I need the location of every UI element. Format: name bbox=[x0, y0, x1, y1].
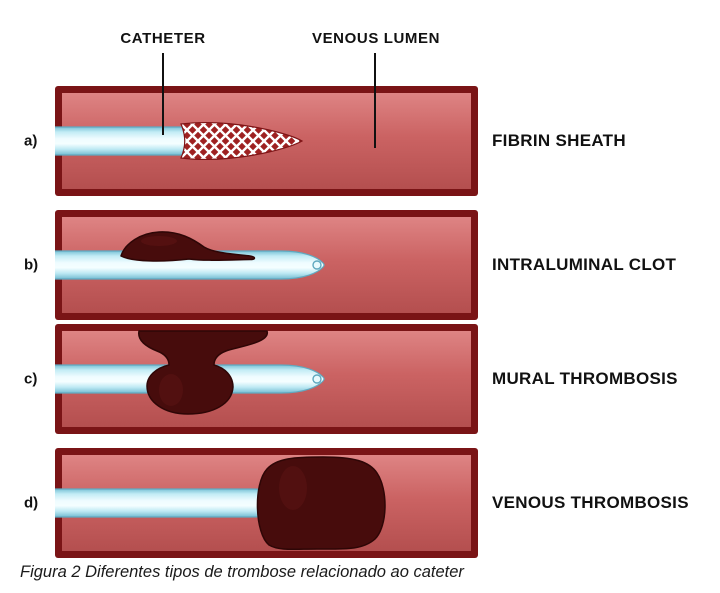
venous-lumen-pointer-line bbox=[374, 53, 376, 148]
catheter-label: CATHETER bbox=[120, 30, 206, 47]
figure-caption: Figura 2 Diferentes tipos de trombose re… bbox=[20, 563, 464, 581]
venous-lumen-label: VENOUS LUMEN bbox=[311, 30, 441, 47]
catheter-pointer-line bbox=[162, 53, 164, 135]
panel-d: d) VENOUS THROMBOSIS bbox=[0, 448, 720, 558]
panel-d-letter: d) bbox=[24, 494, 39, 512]
panel-a-title: FIBRIN SHEATH bbox=[492, 131, 626, 150]
panel-b-title: INTRALUMINAL CLOT bbox=[492, 255, 677, 274]
vein-diagram-d bbox=[55, 448, 478, 558]
vein-diagram-b bbox=[55, 210, 478, 320]
panel-c-title: MURAL THROMBOSIS bbox=[492, 369, 678, 388]
catheter-graphic bbox=[55, 250, 325, 280]
panel-a: a) FIBRIN SHEATH bbox=[0, 86, 720, 196]
panel-b-letter: b) bbox=[24, 256, 39, 274]
panel-c: c) MURAL THROMBOSIS bbox=[0, 324, 720, 434]
vein-diagram-c bbox=[55, 324, 478, 434]
fibrin-sheath-graphic bbox=[180, 121, 304, 161]
panel-a-letter: a) bbox=[24, 132, 38, 150]
clot-highlight bbox=[279, 466, 307, 510]
panel-b: b) INTRALUMINAL CLOT bbox=[0, 210, 720, 320]
clot-highlight bbox=[159, 374, 183, 406]
catheter-tip-opening bbox=[312, 374, 322, 384]
panel-d-title: VENOUS THROMBOSIS bbox=[492, 493, 689, 512]
catheter-tip-opening bbox=[312, 260, 322, 270]
clot-highlight bbox=[141, 236, 177, 246]
venous-thrombus-graphic bbox=[256, 456, 386, 551]
panel-c-letter: c) bbox=[24, 370, 38, 388]
vein-diagram-a bbox=[55, 86, 478, 196]
catheter-graphic bbox=[55, 126, 206, 156]
